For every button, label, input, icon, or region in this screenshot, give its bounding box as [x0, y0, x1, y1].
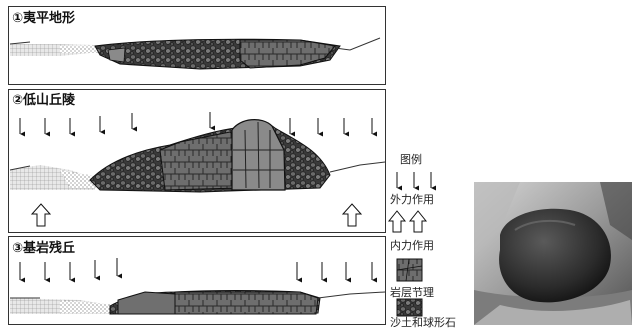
panel-1-label: ①夷平地形 — [12, 11, 76, 26]
sand-and-boulder-icon — [396, 298, 423, 317]
panel-3-frame — [8, 236, 386, 325]
legend-external-force: 外力作用 — [390, 193, 434, 206]
panel-3-label: ③基岩残丘 — [12, 241, 76, 256]
panel-2-internal-arrows — [30, 203, 363, 227]
panel-3-external-arrows — [19, 258, 377, 283]
boulder-photo — [474, 182, 632, 325]
up-arrows-icon — [387, 210, 428, 233]
legend-rock-joints: 岩层节理 — [390, 286, 434, 299]
down-arrows-icon — [396, 172, 436, 191]
jointed-rock-icon — [396, 258, 423, 282]
panel-1-terrain — [9, 37, 381, 70]
legend-sand-boulders: 沙土和球形石 — [390, 316, 456, 329]
panel-2-frame — [8, 89, 386, 233]
panel-2-label: ②低山丘陵 — [12, 93, 76, 108]
panel-2-terrain — [9, 119, 386, 193]
panel-2-external-arrows — [19, 112, 377, 137]
panel-1-frame — [8, 6, 386, 85]
legend-internal-force: 内力作用 — [390, 239, 434, 252]
legend-title: 图例 — [400, 153, 422, 166]
panel-3-terrain — [10, 290, 386, 315]
